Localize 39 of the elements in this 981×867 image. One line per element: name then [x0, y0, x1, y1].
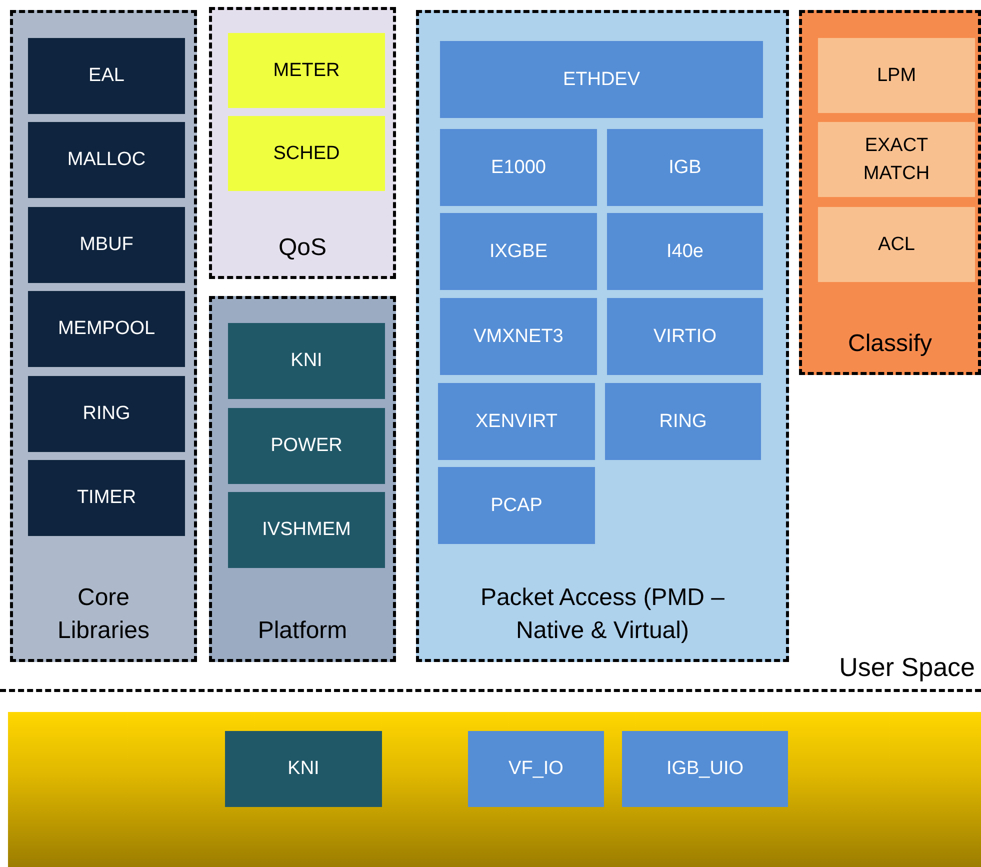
module-box: E1000: [440, 129, 597, 206]
module-box: IXGBE: [440, 213, 597, 290]
module-box: KNI: [228, 323, 385, 399]
layer-panel: [799, 10, 981, 375]
module-box: VMXNET3: [440, 298, 597, 375]
module-box: IVSHMEM: [228, 492, 385, 568]
module-box: KNI: [225, 731, 382, 807]
region-label: User Space: [839, 652, 975, 683]
module-box: EAL: [28, 38, 185, 114]
module-box: MBUF: [28, 207, 185, 283]
module-box: XENVIRT: [438, 383, 595, 460]
module-box: EXACT MATCH: [818, 122, 975, 197]
layer-panel: [209, 296, 396, 662]
module-box: I40e: [607, 213, 763, 290]
module-box: IGB: [607, 129, 763, 206]
module-box: PCAP: [438, 467, 595, 544]
module-box: ETHDEV: [440, 41, 763, 118]
group-title: Packet Access (PMD – Native & Virtual): [479, 583, 726, 646]
module-box: METER: [228, 33, 385, 108]
module-box: RING: [28, 376, 185, 452]
module-box: POWER: [228, 408, 385, 484]
layer-panel: [209, 7, 396, 279]
module-box: MEMPOOL: [28, 291, 185, 367]
module-box: IGB_UIO: [622, 731, 788, 807]
group-title: Classify: [846, 328, 933, 359]
layer-panel: [416, 10, 789, 662]
module-box: LPM: [818, 38, 975, 113]
module-box: ACL: [818, 207, 975, 282]
group-title: Core Libraries: [56, 583, 151, 646]
module-box: RING: [605, 383, 761, 460]
module-box: TIMER: [28, 460, 185, 536]
kernel-band: [8, 712, 981, 867]
module-box: VF_IO: [468, 731, 604, 807]
module-box: VIRTIO: [607, 298, 763, 375]
module-box: MALLOC: [28, 122, 185, 198]
group-title: Platform: [256, 616, 348, 646]
layer-panel: [10, 10, 197, 662]
group-title: QoS: [277, 232, 328, 263]
module-box: SCHED: [228, 116, 385, 191]
